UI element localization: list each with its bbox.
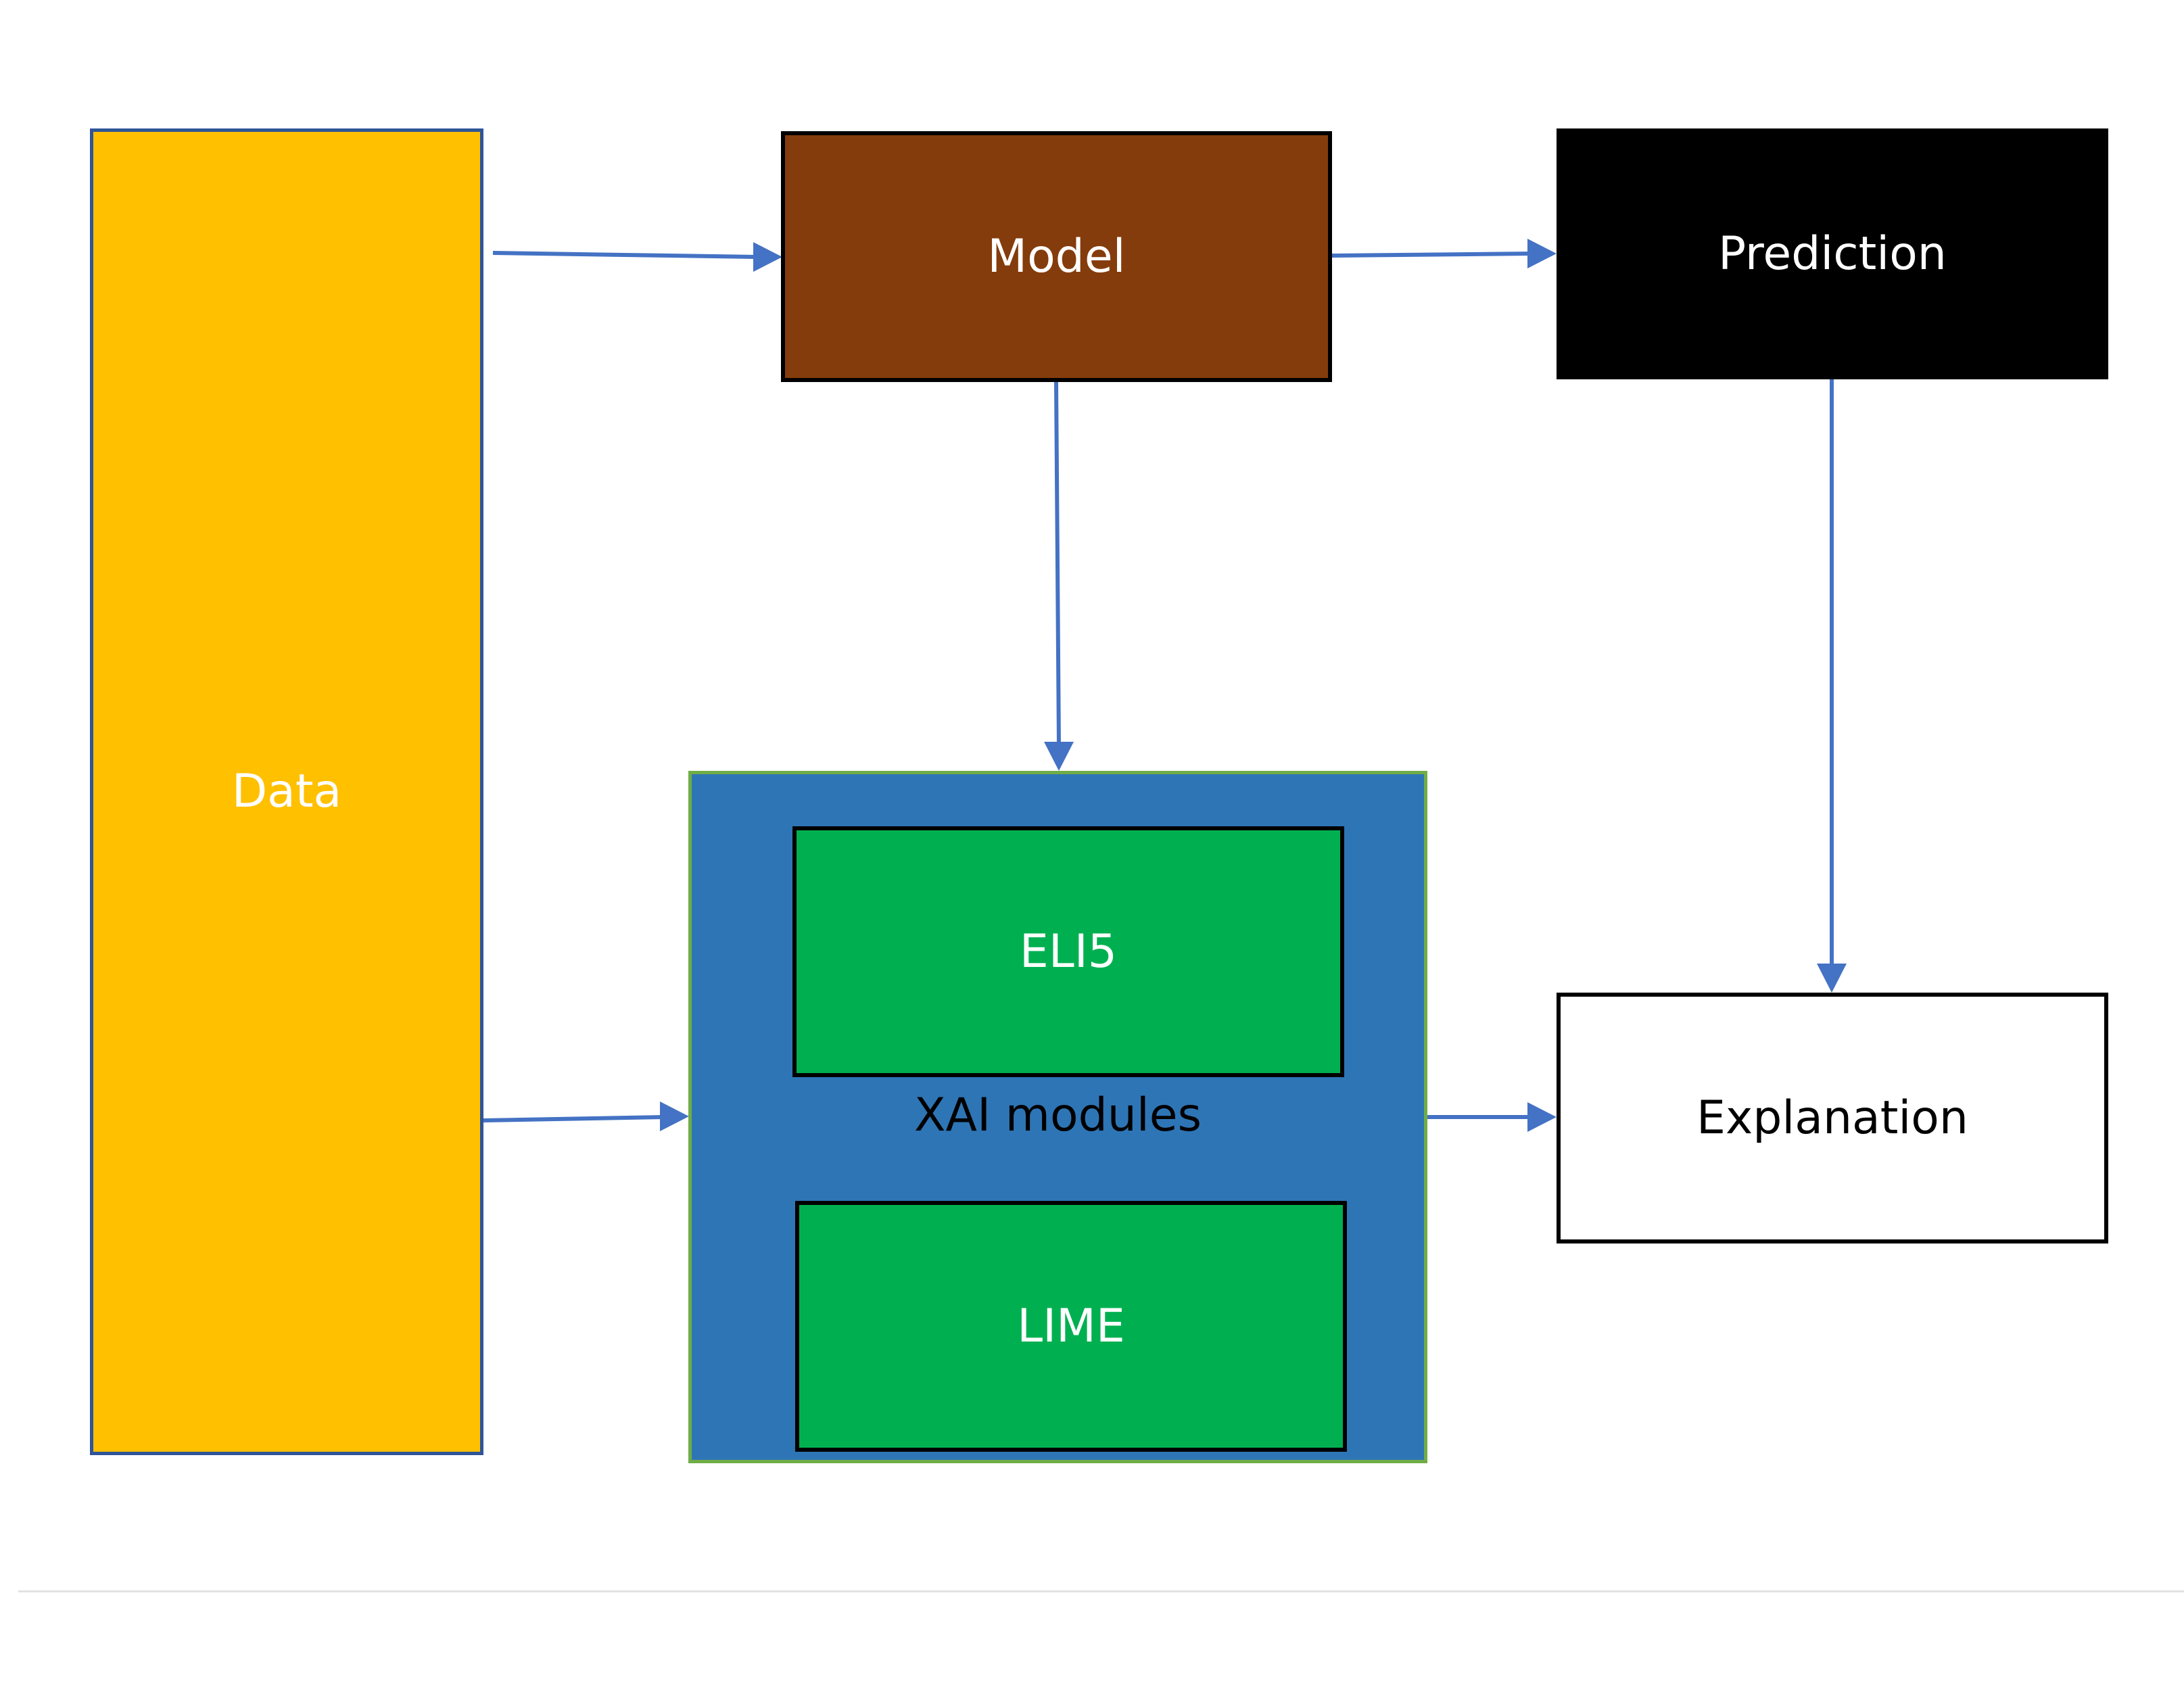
- eli5-node: ELI5: [792, 826, 1344, 1077]
- data-label: Data: [231, 765, 342, 818]
- data-node: Data: [90, 128, 483, 1455]
- xai-modules-label: XAI modules: [913, 1089, 1202, 1142]
- explanation-node: Explanation: [1557, 993, 2108, 1243]
- prediction-node: Prediction: [1557, 128, 2108, 379]
- edge-model-to-prediction: [1331, 239, 1557, 268]
- edge-data-to-xai: [483, 1101, 689, 1131]
- lime-node: LIME: [795, 1201, 1347, 1452]
- edge-data-to-model: [492, 242, 782, 272]
- bottom-divider: [18, 1590, 2184, 1592]
- model-node: Model: [781, 131, 1332, 382]
- edge-model-to-xai: [1044, 381, 1074, 771]
- prediction-label: Prediction: [1718, 227, 1947, 281]
- lime-label: LIME: [1017, 1299, 1125, 1353]
- edge-xai-to-explanation: [1427, 1102, 1557, 1132]
- eli5-label: ELI5: [1019, 924, 1118, 978]
- model-label: Model: [987, 229, 1126, 283]
- xai-modules-container: ELI5 XAI modules LIME: [688, 771, 1427, 1463]
- edge-prediction-to-explanation: [1817, 379, 1847, 993]
- explanation-label: Explanation: [1696, 1091, 1968, 1145]
